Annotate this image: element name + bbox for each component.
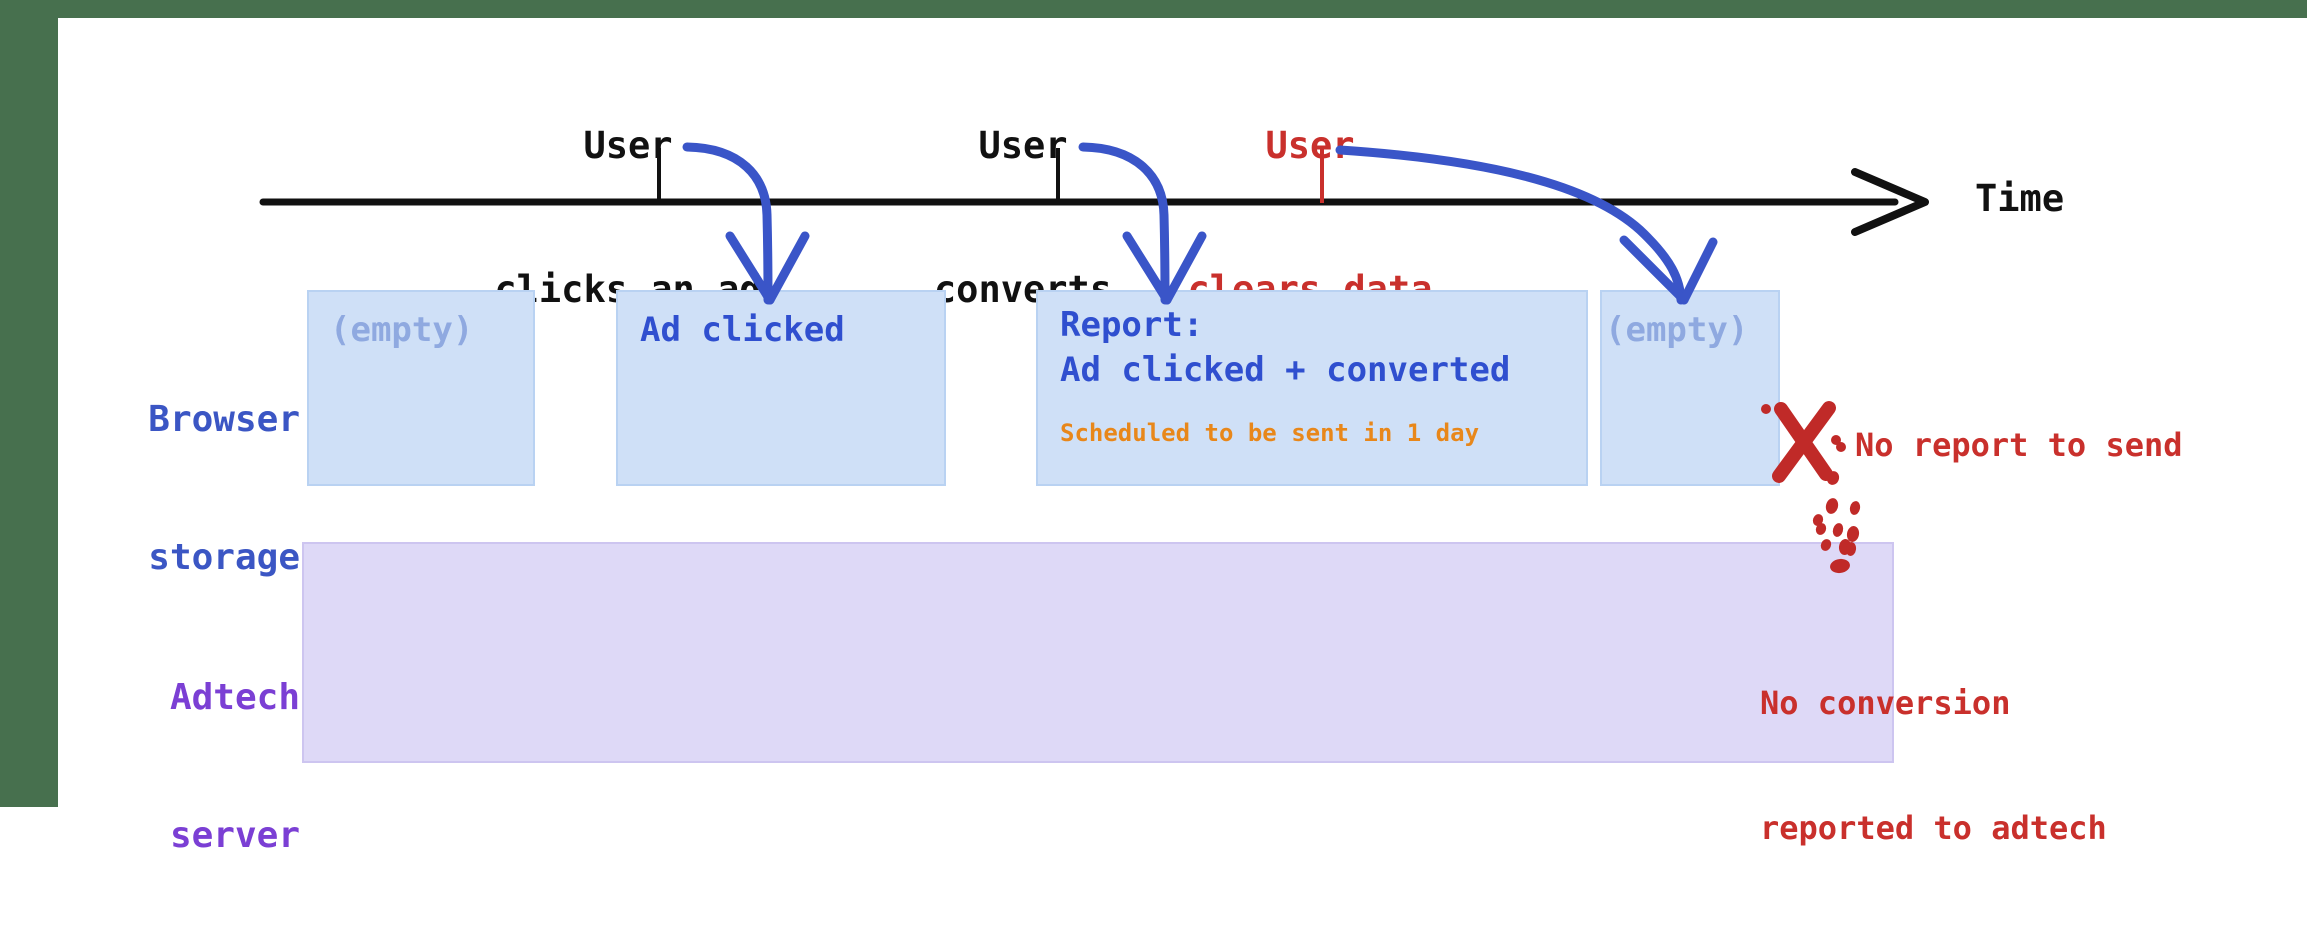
adtech-server-box	[302, 542, 1894, 763]
arrow-clear-to-empty	[1335, 145, 1718, 305]
browser-storage-box-report-title: Report:	[1060, 305, 1204, 345]
arrow-convert-to-report	[1078, 142, 1207, 305]
browser-storage-box-empty-cleared	[1600, 290, 1780, 486]
row-label-browser-storage: Browser storage	[40, 305, 300, 674]
annotation-no-conversion-line1: No conversion	[1760, 684, 2011, 723]
time-axis-arrowhead	[1851, 168, 1929, 236]
timeline-event-label-convert: User converts	[898, 26, 1148, 411]
annotation-no-conversion-line2: reported to adtech	[1760, 808, 2107, 847]
browser-storage-box-report-schedule-note: Scheduled to be sent in 1 day	[1060, 419, 1480, 447]
row-label-browser-storage-line1: Browser	[148, 399, 300, 441]
browser-storage-box-ad-clicked-text: Ad clicked	[640, 310, 845, 350]
browser-storage-box-empty-initial	[307, 290, 535, 486]
browser-storage-box-empty-initial-text: (empty)	[330, 310, 474, 350]
browser-storage-box-report	[1036, 290, 1588, 486]
row-label-browser-storage-line2: storage	[148, 537, 300, 579]
arrow-click-to-ad-clicked	[682, 142, 810, 305]
left-green-strip	[0, 0, 58, 807]
diagram-line-art	[259, 142, 1929, 574]
row-label-adtech-server-line1: Adtech	[169, 677, 300, 719]
annotation-no-report-to-send: No report to send	[1855, 426, 2183, 464]
browser-storage-box-empty-cleared-text: (empty)	[1605, 310, 1749, 350]
red-dotted-trail	[1812, 442, 1861, 574]
browser-storage-box-report-detail: Ad clicked + converted	[1060, 350, 1511, 390]
top-green-band	[0, 0, 2307, 18]
diagram-canvas: User clicks an ad User converts User cle…	[0, 0, 2307, 856]
timeline-event-label-convert-line1: User	[978, 124, 1068, 168]
browser-storage-box-ad-clicked	[616, 290, 946, 486]
timeline-axis-label: Time	[1975, 177, 2065, 220]
red-x-icon	[1761, 401, 1841, 483]
row-label-adtech-server-line2: server	[169, 815, 300, 857]
